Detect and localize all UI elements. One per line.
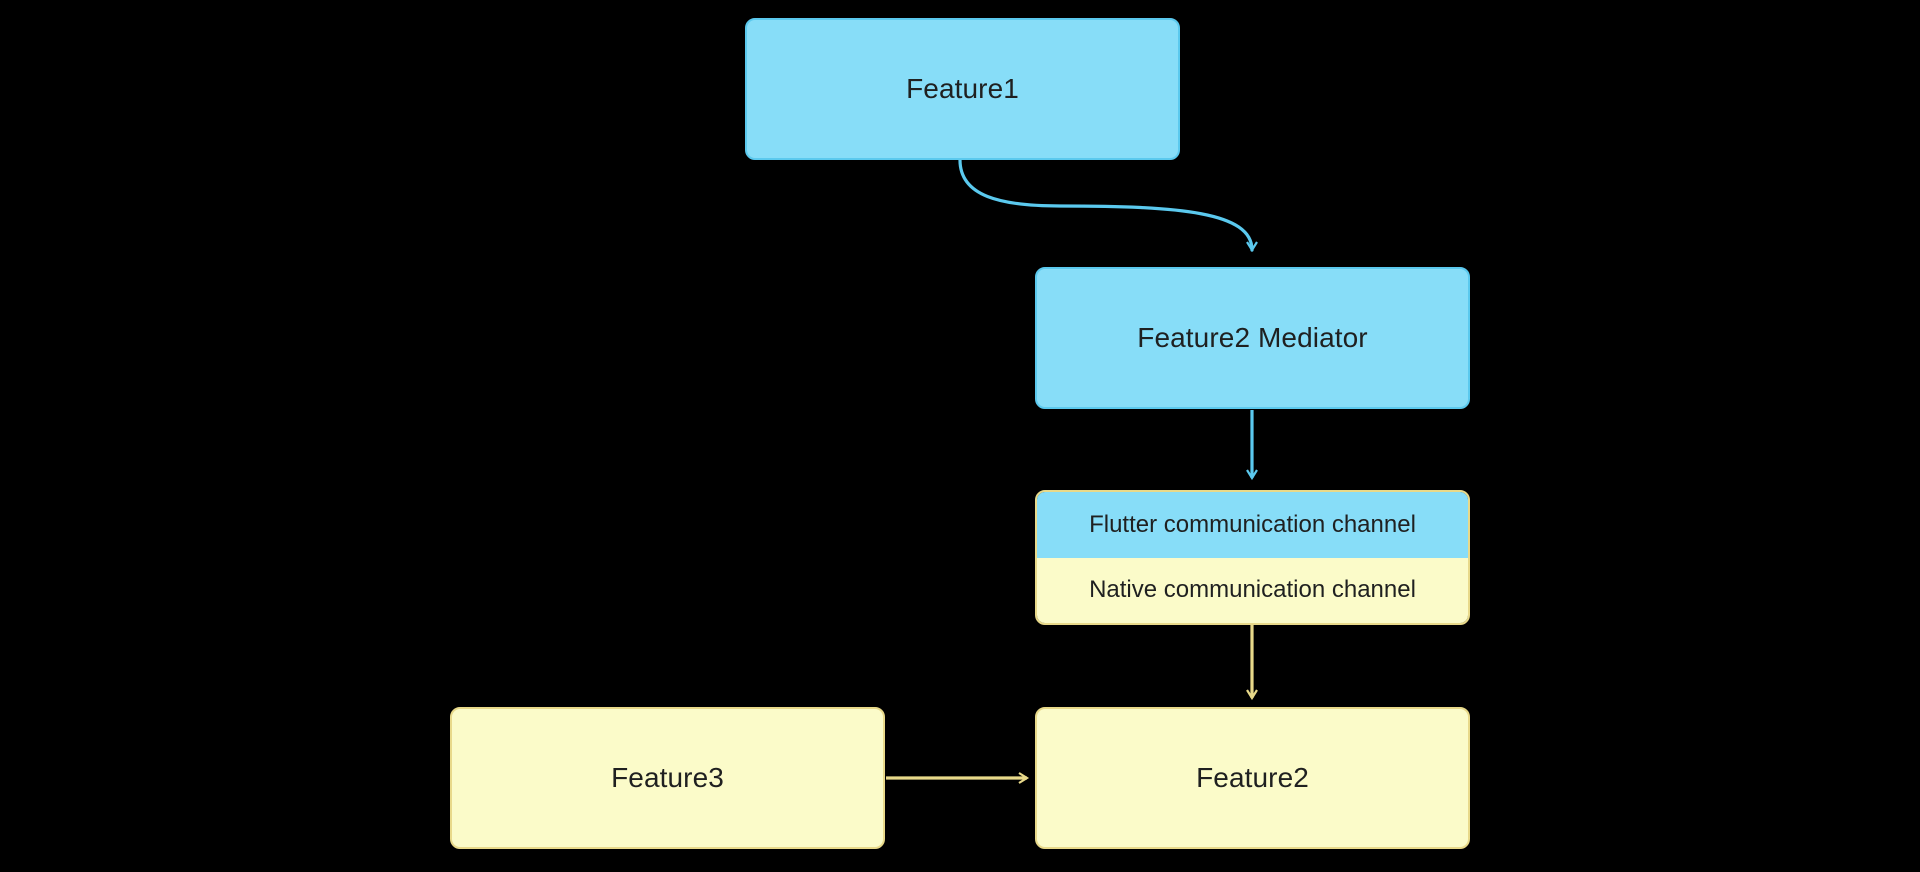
node-feature2-label: Feature2 — [1196, 762, 1309, 794]
node-feature3-label: Feature3 — [611, 762, 724, 794]
node-communication-channel[interactable]: Flutter communication channel Native com… — [1035, 490, 1470, 625]
node-feature1[interactable]: Feature1 — [745, 18, 1180, 160]
node-feature2[interactable]: Feature2 — [1035, 707, 1470, 849]
band-flutter-communication-channel-label: Flutter communication channel — [1089, 510, 1416, 538]
node-feature2-mediator-label: Feature2 Mediator — [1137, 322, 1368, 354]
node-feature2-mediator[interactable]: Feature2 Mediator — [1035, 267, 1470, 409]
band-flutter-communication-channel[interactable]: Flutter communication channel — [1037, 492, 1468, 558]
band-native-communication-channel[interactable]: Native communication channel — [1037, 557, 1468, 623]
node-feature3[interactable]: Feature3 — [450, 707, 885, 849]
edge-feature1-to-mediator — [958, 158, 1258, 253]
node-feature1-label: Feature1 — [906, 73, 1019, 105]
band-native-communication-channel-label: Native communication channel — [1089, 576, 1416, 604]
